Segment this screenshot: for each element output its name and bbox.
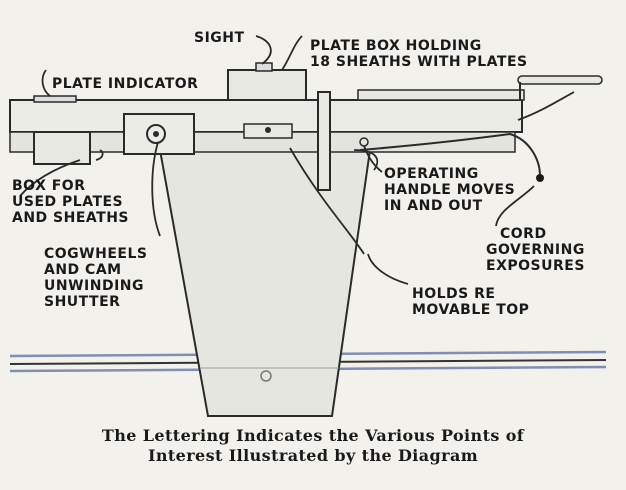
label-cord-line1: CORD xyxy=(500,226,547,242)
vertical-post xyxy=(317,91,331,191)
sight-block xyxy=(255,62,273,72)
label-plate-box-line1: PLATE BOX HOLDING xyxy=(310,38,482,54)
plate-box xyxy=(227,69,307,101)
label-holds-line1: HOLDS RE xyxy=(412,286,495,302)
operating-handle-bar xyxy=(357,89,525,101)
label-box-line3: AND SHEATHS xyxy=(12,210,129,226)
camera-body xyxy=(158,149,372,417)
label-plate-indicator: PLATE INDICATOR xyxy=(52,76,198,92)
cogwheel-icon xyxy=(146,124,166,144)
label-cord-line2: GOVERNING xyxy=(486,242,585,258)
label-sight: SIGHT xyxy=(194,30,245,46)
caption-line2: Interest Illustrated by the Diagram xyxy=(147,446,479,465)
label-handle-line2: HANDLE MOVES xyxy=(384,182,515,198)
label-holds-line2: MOVABLE TOP xyxy=(412,302,529,318)
leader-lines xyxy=(19,35,575,285)
used-plates-box xyxy=(33,131,91,165)
camera-diagram: SIGHT PLATE BOX HOLDING 18 SHEATHS WITH … xyxy=(9,30,607,417)
label-handle-line1: OPERATING xyxy=(384,166,479,182)
label-cog-line4: SHUTTER xyxy=(44,294,120,310)
cogwheel-hub xyxy=(153,131,159,137)
label-cog-line3: UNWINDING xyxy=(44,278,144,294)
caption-line1: The Lettering Indicates the Various Poin… xyxy=(101,426,525,445)
label-handle-line3: IN AND OUT xyxy=(384,198,483,214)
bottom-knob xyxy=(260,370,272,382)
label-cord-line3: EXPOSURES xyxy=(486,258,585,274)
cord-line xyxy=(359,132,541,177)
label-cog-line1: COGWHEELS xyxy=(44,246,147,262)
cogwheel-housing xyxy=(123,113,195,155)
label-box-line2: USED PLATES xyxy=(12,194,123,210)
operating-handle-grip xyxy=(517,75,603,85)
slider-pin xyxy=(265,127,271,133)
label-cog-line2: AND CAM xyxy=(44,262,122,278)
plate-indicator-block xyxy=(33,95,77,103)
label-box-line1: BOX FOR xyxy=(12,178,86,194)
label-plate-box-line2: 18 SHEATHS WITH PLATES xyxy=(310,54,528,70)
cord-knob xyxy=(536,174,544,182)
